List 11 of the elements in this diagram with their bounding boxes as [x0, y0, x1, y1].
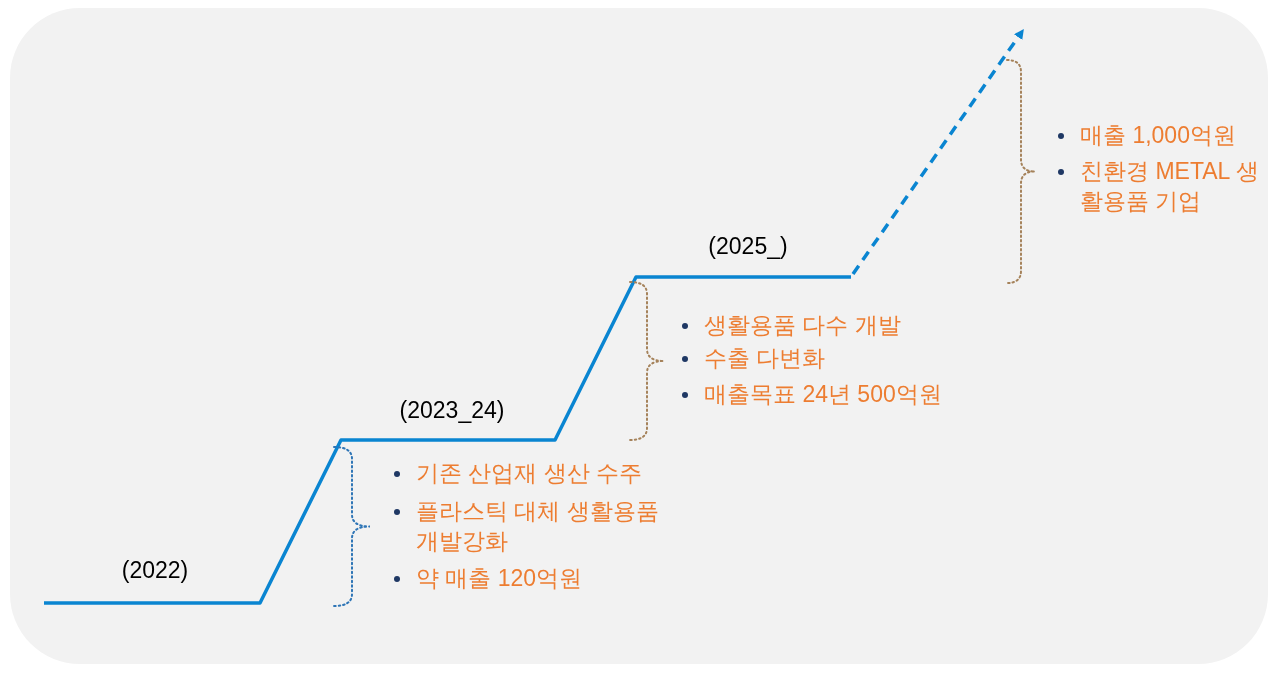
year-label: (2022) [121, 556, 189, 585]
list-item-text: 친환경 METAL 생활용품 기업 [1080, 157, 1260, 216]
list-item-text: 수출 다변화 [704, 344, 827, 373]
list-item-text: 생활용품 다수 개발 [704, 311, 902, 340]
list-item-text: 매출목표 24년 500억원 [704, 380, 943, 409]
list-item-text: 매출 1,000억원 [1080, 121, 1237, 150]
list-item-text: 플라스틱 대체 생활용품 개발강화 [416, 497, 660, 556]
year-label: (2025_) [708, 232, 788, 261]
year-label: (2023_24) [399, 396, 505, 425]
list-item-text: 약 매출 120억원 [416, 564, 584, 593]
list-item-text: 기존 산업재 생산 수주 [416, 459, 644, 488]
